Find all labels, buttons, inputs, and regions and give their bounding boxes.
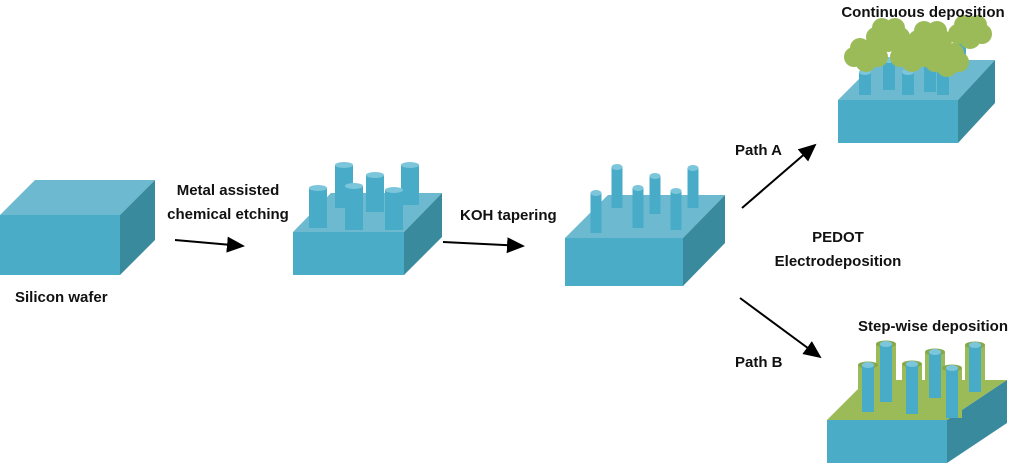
nanopillar [366,172,384,212]
arrow-koh [442,237,525,254]
label-path-a: Path A [735,142,782,159]
label-stepwise: Step-wise deposition [858,318,1008,335]
nanopillar [925,348,945,398]
pedot-cluster [925,43,969,77]
nanopillar [385,187,403,230]
nanopillar [942,364,962,418]
arrow-path-a [741,143,817,209]
label-path-b: Path B [735,354,783,371]
nanopillar [670,188,682,230]
silicon-wafer-block [0,180,155,275]
pedot-cluster [890,38,934,72]
nanopillar [309,185,327,228]
label-silicon-wafer: Silicon wafer [15,289,108,306]
nanopillar [876,340,896,402]
label-pedot-1: PEDOT [812,229,864,246]
nanopillar [858,361,878,412]
label-pedot-2: Electrodeposition [775,253,902,270]
label-etching-2: chemical etching [167,206,289,223]
nanopillar [859,69,871,95]
label-koh: KOH tapering [460,207,557,224]
label-etching-1: Metal assisted [177,182,280,199]
nanopillar [902,360,922,414]
tapered-nanopillar-block [565,195,725,286]
label-continuous: Continuous deposition [841,4,1004,21]
nanopillar [632,185,644,228]
nanopillar [649,173,661,214]
nanopillar [590,190,602,233]
nanopillar [401,162,419,205]
pedot-cluster [948,15,992,49]
nanopillar [345,183,363,230]
nanopillar [611,164,623,208]
pedot-cluster [844,38,888,72]
nanopillar [965,341,985,392]
arrow-etching [174,236,245,253]
nanopillar [902,69,914,95]
nanopillar [687,165,699,208]
arrow-path-b [739,297,822,359]
